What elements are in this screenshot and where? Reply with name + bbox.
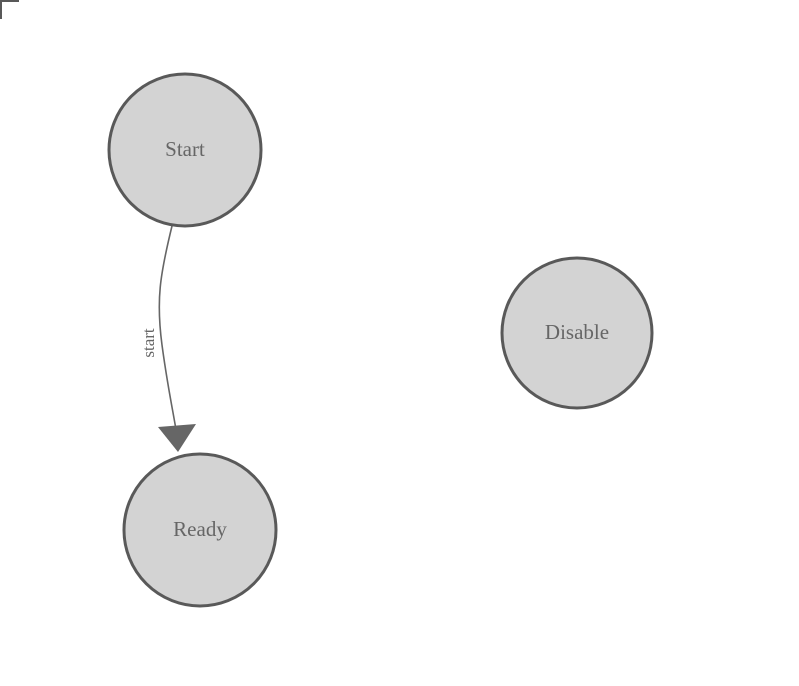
node-ready-label: Ready [173,517,227,541]
node-start[interactable]: Start [107,72,263,228]
edge-label: start [139,328,158,358]
edge-path[interactable] [158,225,179,443]
node-start-label: Start [165,137,205,161]
edge-label-group: start [139,328,158,358]
node-ready-circle[interactable] [122,452,278,608]
node-disable[interactable]: Disable [500,256,654,410]
edge-arrowhead-icon [158,424,196,452]
node-disable-label: Disable [545,320,609,344]
canvas-corner-mark-icon [0,0,19,19]
edge-start-to-ready[interactable]: start [139,225,196,452]
node-disable-circle[interactable] [500,256,654,410]
node-start-circle[interactable] [107,72,263,228]
node-ready[interactable]: Ready [122,452,278,608]
